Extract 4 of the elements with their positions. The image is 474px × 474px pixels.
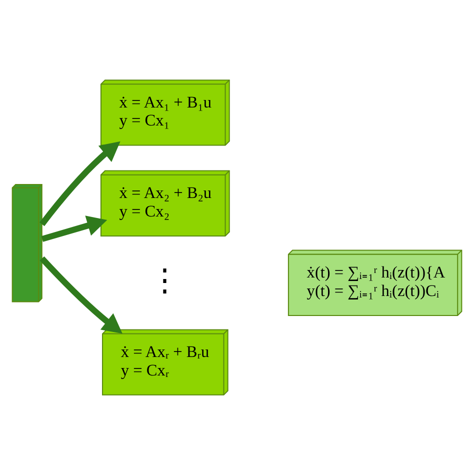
arrow [40,140,120,226]
arrow [40,256,122,334]
label: ⋮ [150,262,181,297]
arrow [41,215,108,242]
